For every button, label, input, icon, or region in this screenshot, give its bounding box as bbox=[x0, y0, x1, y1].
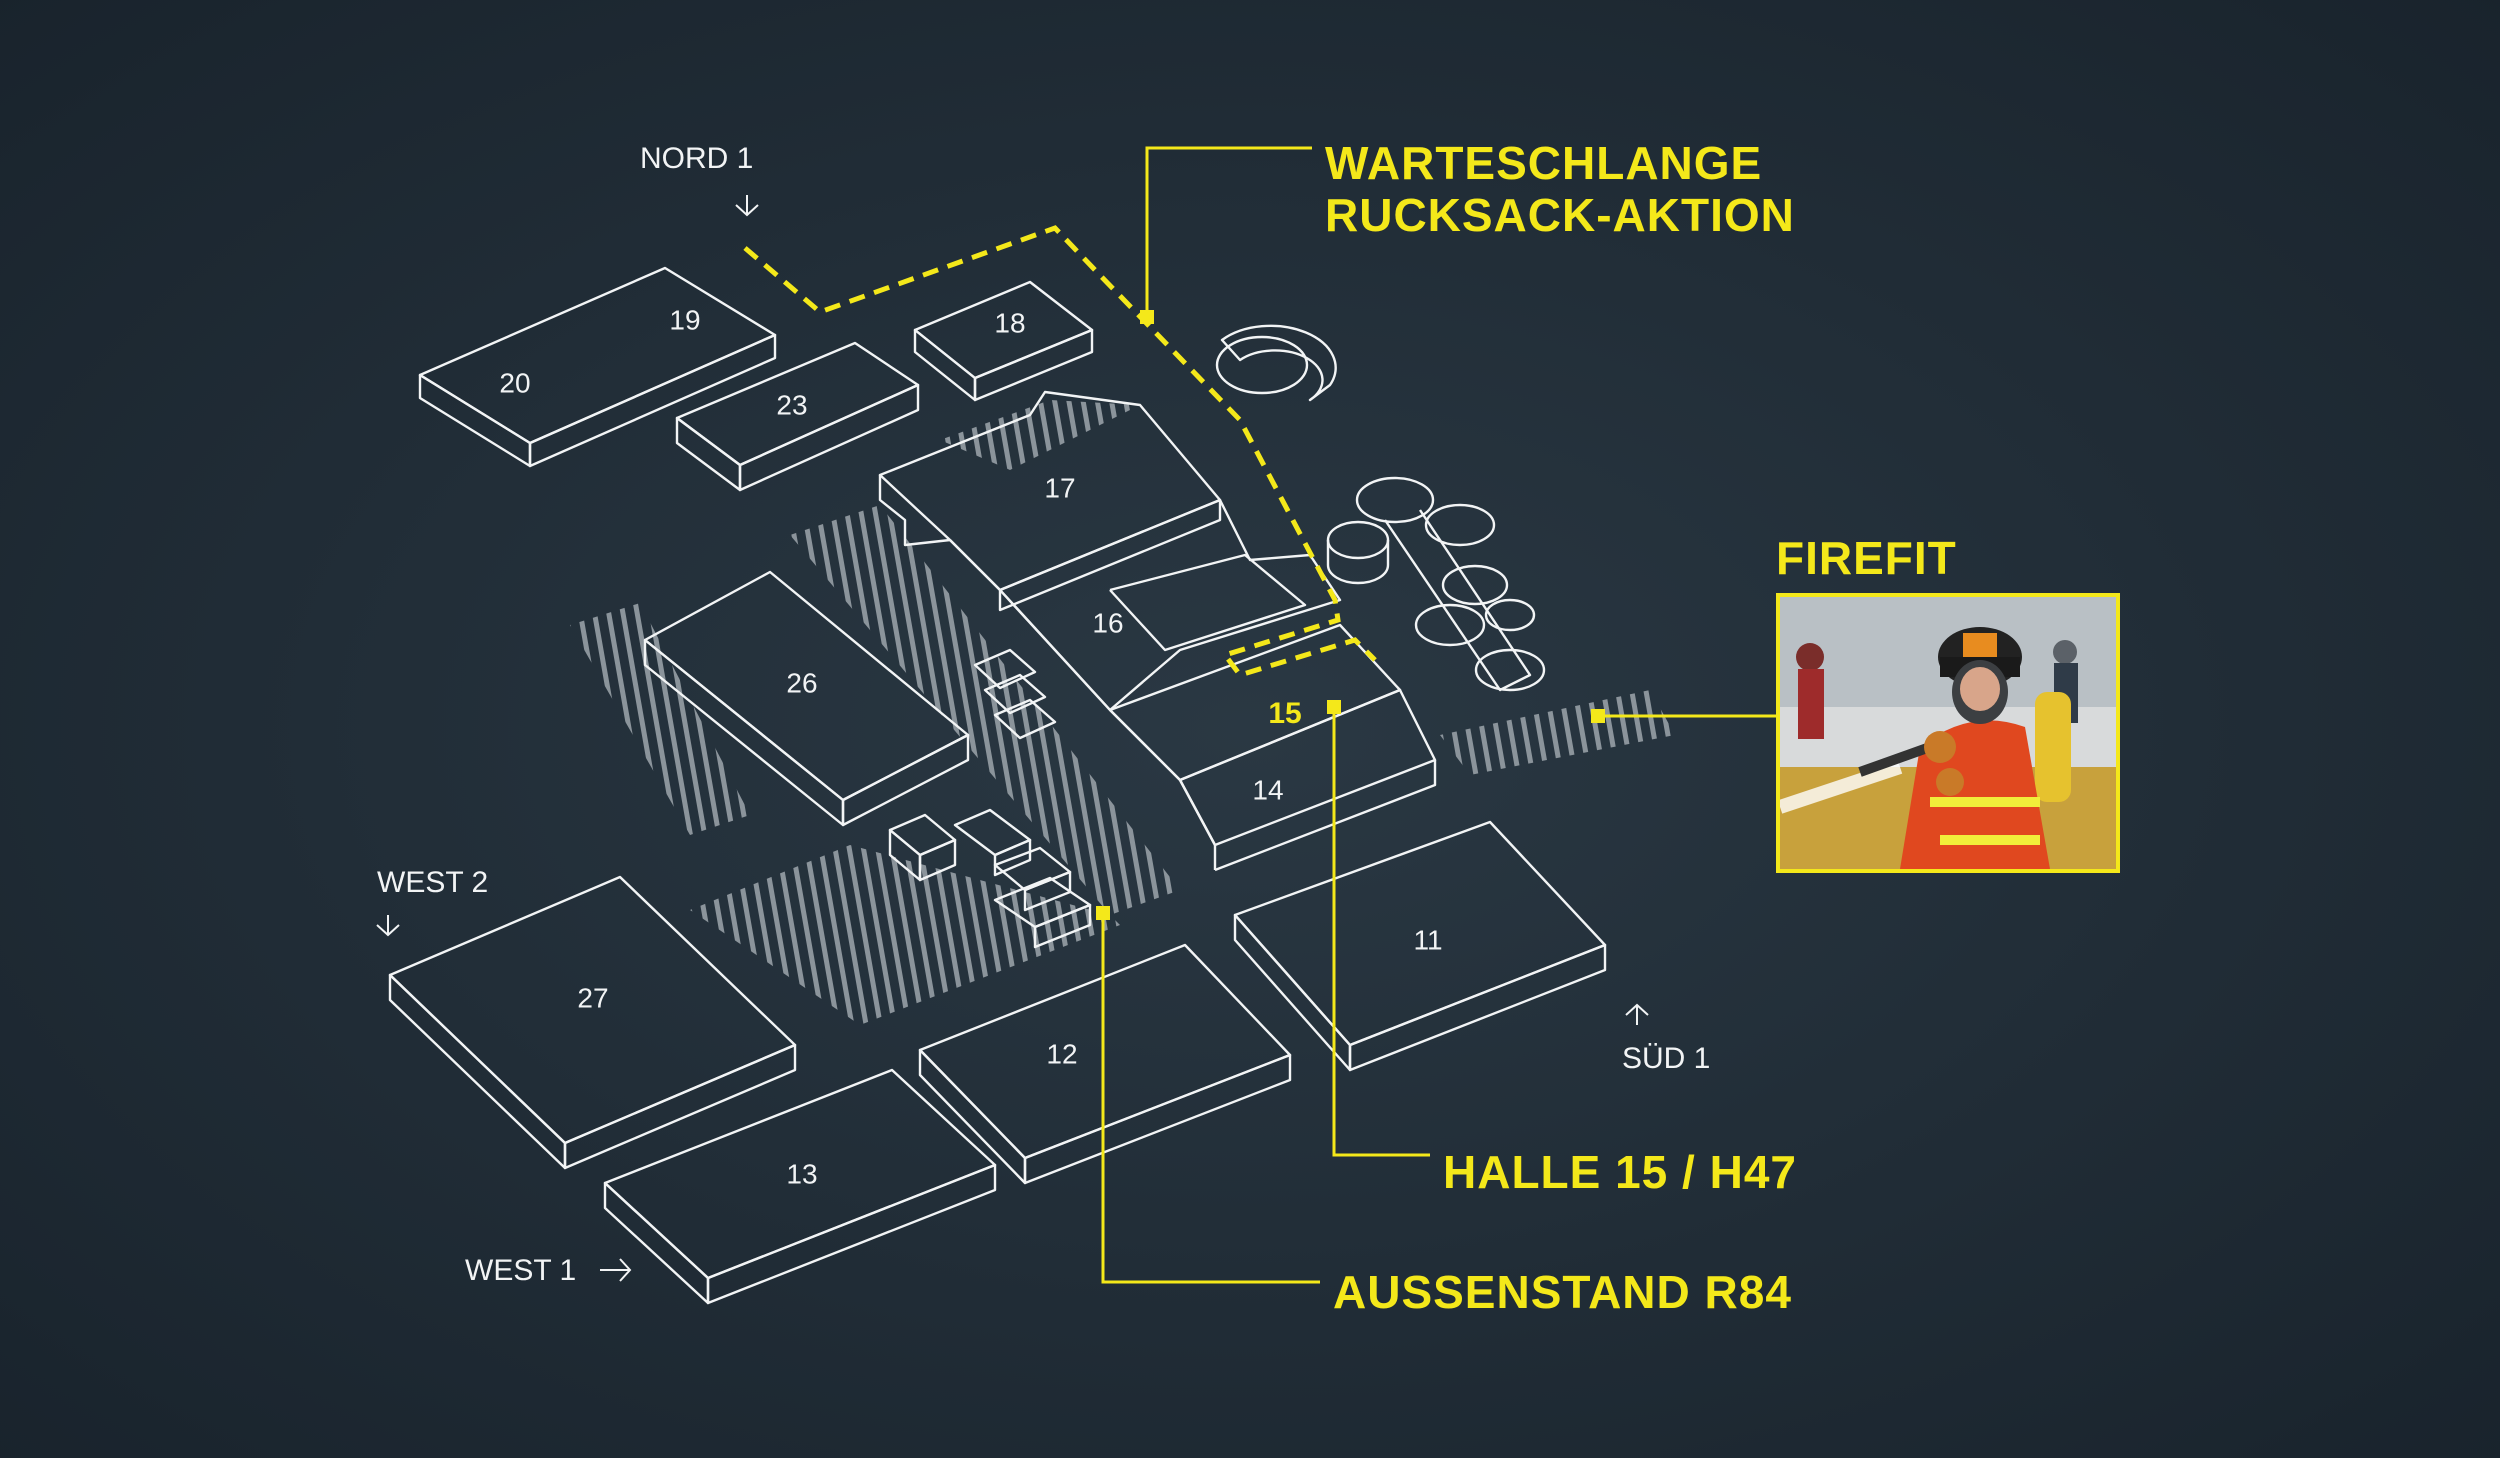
hall-label: 17 bbox=[1044, 472, 1075, 503]
outdoor-area bbox=[690, 845, 1120, 1025]
hall-label: 20 bbox=[499, 367, 530, 398]
callout-queue: WARTESCHLANGE RUCKSACK-AKTION bbox=[1325, 137, 1795, 241]
hall-20-19 bbox=[418, 266, 777, 468]
gate-nord1-label: NORD 1 bbox=[640, 142, 753, 175]
hall-label: 26 bbox=[786, 667, 817, 698]
hall-label: 19 bbox=[669, 304, 700, 335]
hall-15-14 bbox=[999, 589, 1437, 872]
callout-queue-line2: RUCKSACK-AKTION bbox=[1325, 189, 1795, 241]
hall-27 bbox=[388, 875, 797, 1170]
marker-halle15 bbox=[1327, 700, 1341, 714]
queue-route bbox=[743, 225, 1377, 678]
callout-firefit: FIREFIT bbox=[1776, 532, 1957, 584]
marker-queue bbox=[1140, 310, 1154, 324]
hall-label: 14 bbox=[1252, 774, 1283, 805]
arrow-icon bbox=[376, 915, 400, 937]
outdoor-area bbox=[570, 603, 750, 835]
callout-leaders bbox=[1096, 146, 1776, 1284]
outdoor-area bbox=[790, 505, 1180, 915]
firefighter-photo bbox=[1776, 593, 2120, 873]
hall-26 bbox=[643, 570, 970, 827]
gate-west1-label: WEST 1 bbox=[465, 1254, 576, 1287]
buildings bbox=[388, 266, 1607, 1305]
hall-label: 13 bbox=[786, 1158, 817, 1189]
callout-aussenstand: AUSSENSTAND R84 bbox=[1333, 1266, 1792, 1318]
hall-label: 11 bbox=[1413, 924, 1442, 955]
leader-halle15 bbox=[1332, 708, 1430, 1157]
hall-label: 16 bbox=[1092, 607, 1123, 638]
hall-11 bbox=[1233, 820, 1607, 1072]
hall-label: 12 bbox=[1046, 1038, 1077, 1069]
hall-18 bbox=[913, 280, 1094, 402]
hall-labels: 20 19 23 18 17 16 26 15 14 11 27 12 13 bbox=[499, 304, 1442, 1189]
leader-aussenstand bbox=[1101, 914, 1320, 1284]
hall-15-highlight: 15 bbox=[1268, 697, 1301, 730]
gates: NORD 1 WEST 2 WEST 1 SÜD 1 bbox=[376, 142, 1710, 1287]
outdoor-area bbox=[940, 400, 1140, 470]
hall-17 bbox=[878, 390, 1222, 612]
callout-queue-line1: WARTESCHLANGE bbox=[1325, 137, 1763, 189]
leader-queue bbox=[1145, 146, 1312, 318]
marker-firefit bbox=[1591, 709, 1605, 723]
hall-label: 18 bbox=[994, 307, 1025, 338]
hall-13 bbox=[603, 1068, 997, 1305]
outdoor-area bbox=[1440, 690, 1675, 775]
arrow-icon bbox=[600, 1258, 632, 1282]
arrow-icon bbox=[1625, 1003, 1649, 1025]
outdoor-areas bbox=[570, 400, 1675, 1025]
callout-halle15: HALLE 15 / H47 bbox=[1443, 1146, 1797, 1198]
hall-12 bbox=[918, 943, 1292, 1185]
hall-label: 23 bbox=[776, 389, 807, 420]
hall-label: 27 bbox=[577, 982, 608, 1013]
marker-aussenstand bbox=[1096, 906, 1110, 920]
arrow-icon bbox=[735, 195, 759, 217]
firefighter-illustration bbox=[1780, 597, 2116, 869]
gate-sued1-label: SÜD 1 bbox=[1622, 1042, 1710, 1075]
gate-west2-label: WEST 2 bbox=[377, 866, 488, 899]
hall-23 bbox=[675, 341, 920, 492]
small-structures bbox=[888, 324, 1546, 949]
